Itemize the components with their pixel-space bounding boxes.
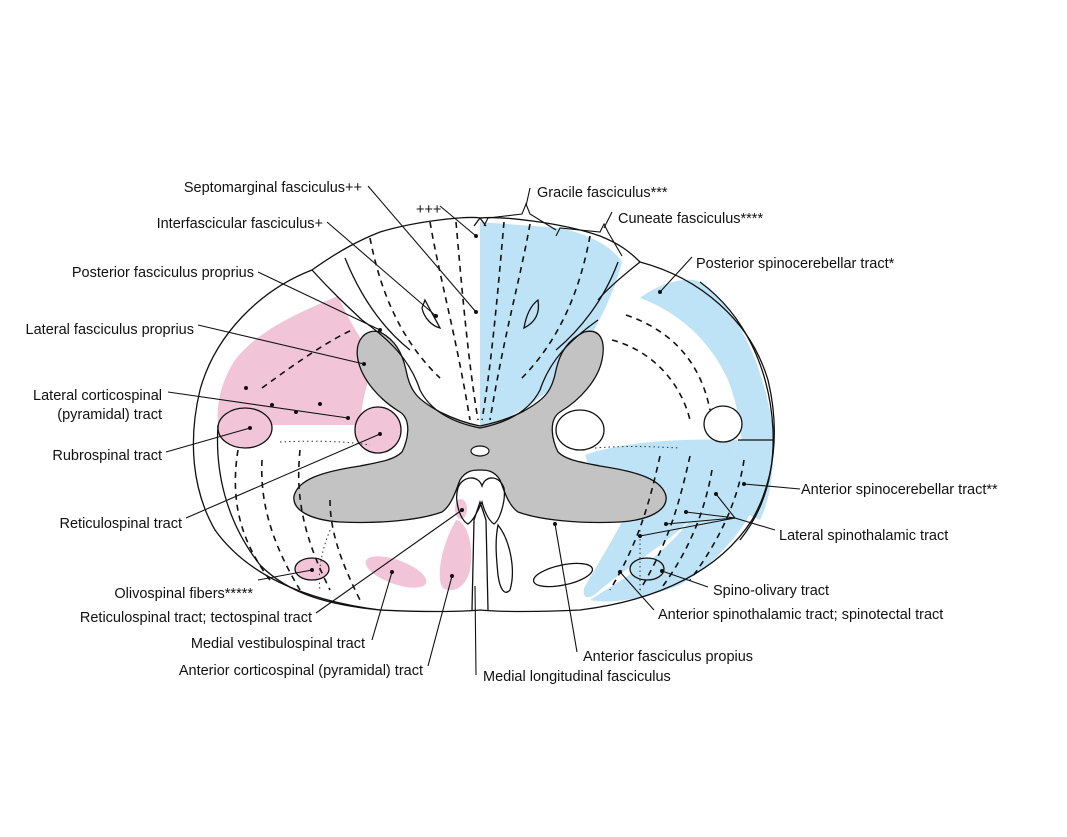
rubrospinal-region bbox=[218, 408, 272, 448]
label-septomarginal: Septomarginal fasciculus++ bbox=[184, 180, 362, 196]
label-posterior-proprius: Posterior fasciculus proprius bbox=[72, 265, 254, 281]
label-spino-olivary: Spino-olivary tract bbox=[713, 583, 829, 599]
label-anterior-proprius: Anterior fasciculus propius bbox=[583, 649, 753, 665]
right-lateral-oval-2 bbox=[703, 405, 743, 443]
reticulospinal-region bbox=[355, 407, 401, 453]
label-anterior-spinocerebellar: Anterior spinocerebellar tract** bbox=[801, 482, 998, 498]
label-lateral-corticospinal-1: Lateral corticospinal bbox=[33, 388, 162, 404]
label-anterior-corticospinal: Anterior corticospinal (pyramidal) tract bbox=[179, 663, 423, 679]
label-cuneate: Cuneate fasciculus**** bbox=[618, 211, 763, 227]
label-medial-longitudinal: Medial longitudinal fasciculus bbox=[483, 669, 671, 685]
label-interfascicular: Interfascicular fasciculus+ bbox=[157, 216, 323, 232]
label-posterior-spinocerebellar: Posterior spinocerebellar tract* bbox=[696, 256, 895, 272]
label-reticulospinal: Reticulospinal tract bbox=[60, 516, 183, 532]
posterior-columns-region bbox=[480, 222, 622, 428]
right-anterior-oval bbox=[532, 562, 594, 588]
grey-matter bbox=[293, 331, 667, 523]
label-rubrospinal: Rubrospinal tract bbox=[52, 448, 162, 464]
label-reticulo-tecto: Reticulospinal tract; tectospinal tract bbox=[80, 610, 312, 626]
label-lateral-spinothalamic: Lateral spinothalamic tract bbox=[779, 528, 948, 544]
label-lateral-proprius: Lateral fasciculus proprius bbox=[26, 322, 194, 338]
anterior-corticospinal-region bbox=[439, 520, 472, 591]
central-canal bbox=[470, 445, 490, 457]
right-lateral-oval bbox=[555, 409, 605, 451]
label-anterior-spinothalamic: Anterior spinothalamic tract; spinotecta… bbox=[658, 607, 943, 623]
label-olivospinal: Olivospinal fibers***** bbox=[114, 586, 253, 602]
medial-vestibulospinal-region bbox=[365, 556, 427, 588]
anterior-spinocerebellar-region bbox=[590, 440, 773, 602]
cord-outline bbox=[192, 216, 775, 613]
label-triple-plus: +++ bbox=[416, 202, 441, 218]
spino-olivary-region bbox=[630, 558, 664, 580]
posterior-spinocerebellar-region bbox=[640, 279, 774, 520]
label-medial-vestibulospinal: Medial vestibulospinal tract bbox=[191, 636, 365, 652]
leader-lines bbox=[165, 185, 801, 676]
lateral-corticospinal-region bbox=[217, 296, 376, 425]
label-lateral-corticospinal-2: (pyramidal) tract bbox=[57, 407, 162, 423]
leader-dots bbox=[244, 234, 746, 578]
label-gracile: Gracile fasciculus*** bbox=[537, 185, 668, 201]
